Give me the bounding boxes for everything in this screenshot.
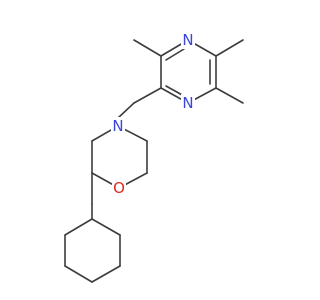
bonds	[64, 39, 244, 283]
atom-o-morpholine: O	[112, 179, 126, 197]
bond-ch2-n-morph	[117, 102, 135, 119]
molecule-structure: N N N O	[64, 31, 244, 283]
bond-methyl-c6	[133, 39, 162, 57]
atom-label-n-bottom: N	[182, 94, 193, 112]
bond-cy6-cy1	[64, 218, 93, 236]
atom-n-morpholine: N	[111, 117, 125, 135]
atom-label-n-morpholine: N	[112, 117, 123, 135]
bond-cy3-cy4	[91, 265, 121, 283]
bond-methyl-c2	[215, 39, 244, 57]
bond-methyl-c3	[215, 87, 244, 104]
atom-label-n-top: N	[182, 31, 193, 49]
bond-ring-c6-n1-double	[165, 48, 185, 61]
atom-label-o-morpholine: O	[113, 179, 125, 197]
atom-n-top: N	[181, 31, 195, 49]
atom-labels: N N N O	[111, 31, 195, 197]
bond-c5-ch2	[133, 87, 162, 104]
bond-cy4-cy5	[64, 265, 93, 283]
bond-cy1-cy2	[91, 218, 121, 236]
atom-n-bottom: N	[181, 94, 195, 112]
